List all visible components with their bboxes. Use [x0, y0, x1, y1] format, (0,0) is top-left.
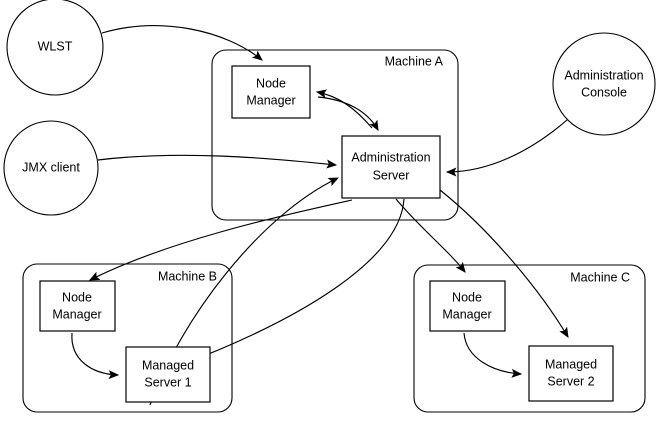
machine-a-node-manager[interactable]: Node Manager	[231, 65, 311, 119]
edge-wlst-to-machine-a-node-manager	[101, 25, 263, 61]
machine-a-node-manager-box	[231, 65, 311, 119]
administration-server-box	[341, 135, 441, 199]
machine-b-node-manager[interactable]: Node Manager	[39, 280, 116, 332]
machine-b-node-manager-label-line1: Node	[62, 290, 92, 304]
administration-console-label-line2: Console	[581, 85, 627, 99]
edge-administration-server-to-machine-a-node-manager	[315, 89, 373, 129]
machine-b-node-manager-label-line2: Manager	[52, 307, 101, 321]
edge-administration-server-to-managed-server-1	[176, 198, 405, 367]
jmx-client-circle	[3, 120, 99, 216]
managed-server-2[interactable]: Managed Server 2	[528, 345, 614, 402]
machine-b-node-manager-box	[39, 280, 116, 332]
managed-server-2-label-line1: Managed	[545, 357, 597, 371]
edge-administration-console-to-administration-server	[445, 119, 568, 177]
machine-c-node-manager-label-line2: Manager	[442, 307, 491, 321]
administration-server-label-line1: Administration	[351, 150, 430, 164]
edge-jmx-client-to-administration-server	[97, 154, 338, 169]
administration-server[interactable]: Administration Server	[341, 135, 441, 199]
managed-server-1-label-line2: Server 1	[144, 375, 191, 389]
edge-administration-server-to-machine-c-node-manager	[395, 198, 466, 273]
machine-c-node-manager-label-line1: Node	[452, 290, 482, 304]
edge-administration-server-to-machine-b-node-manager	[89, 199, 353, 281]
managed-server-1[interactable]: Managed Server 1	[125, 346, 211, 403]
administration-console-label-line1: Administration	[564, 68, 643, 82]
administration-console-circle	[552, 32, 656, 136]
machine-c-node-manager[interactable]: Node Manager	[429, 280, 506, 332]
managed-server-1-label-line1: Managed	[142, 358, 194, 372]
administration-server-label-line2: Server	[373, 168, 410, 182]
machine-b-label: Machine B	[158, 269, 217, 283]
machine-c-node-manager-box	[429, 280, 506, 332]
wlst-label: WLST	[38, 39, 73, 53]
wlst-circle	[6, 0, 104, 96]
managed-server-1-box	[125, 346, 211, 403]
edge-machine-b-node-manager-to-managed-server-1	[71, 332, 120, 380]
wlst-node[interactable]: WLST	[6, 0, 104, 96]
administration-console-node[interactable]: Administration Console	[552, 32, 656, 136]
machine-a-label: Machine A	[385, 54, 444, 68]
jmx-client-label: JMX client	[22, 160, 80, 174]
managed-server-2-label-line2: Server 2	[547, 374, 594, 388]
machine-a-node-manager-label-line1: Node	[256, 76, 286, 90]
machine-a-node-manager-label-line2: Manager	[246, 93, 295, 107]
jmx-client-node[interactable]: JMX client	[3, 120, 99, 216]
edge-administration-server-to-managed-server-2	[439, 189, 569, 338]
edge-machine-c-node-manager-to-managed-server-2	[463, 332, 523, 378]
machine-c-label: Machine C	[570, 270, 630, 284]
managed-server-2-box	[528, 345, 614, 402]
